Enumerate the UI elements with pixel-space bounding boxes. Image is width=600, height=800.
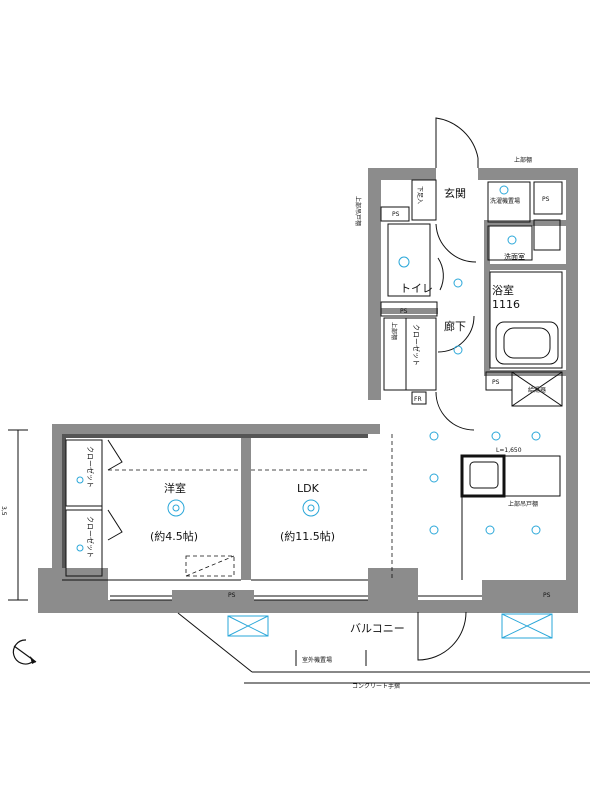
ldk-size: (約11.5帖) — [280, 529, 335, 543]
fr-label: FR — [414, 396, 422, 403]
ps-label-5: PS — [228, 592, 236, 599]
ps-label-6: PS — [543, 592, 551, 599]
ps-label-4: PS — [492, 379, 500, 386]
upper-cabinet-left-label: 上部吊戸棚 — [354, 196, 362, 226]
room-senmen: 洗面室 — [504, 252, 525, 261]
room-yokushitsu: 浴室 — [492, 283, 514, 297]
interior-lines — [8, 179, 590, 684]
ceiling-height-label: L=1,650 — [496, 447, 522, 454]
wall-hatching — [62, 434, 368, 568]
bath-size: 1116 — [492, 298, 520, 311]
doors — [417, 117, 479, 661]
upper-cabinet-top-label: 上部棚 — [514, 156, 532, 164]
dimension-label: 3,5 — [0, 506, 7, 516]
room-toilet: トイレ — [400, 282, 433, 295]
room-balcony: バルコニー — [350, 622, 405, 635]
water-heater-label: 給湯器 — [528, 386, 546, 394]
ps-label-3: PS — [542, 196, 550, 203]
shoebox-label: 下足入 — [416, 186, 423, 204]
washer-label: 洗濯機置場 — [490, 197, 520, 205]
exterior-walls — [38, 168, 578, 613]
room-ldk: LDK — [297, 482, 320, 495]
outdoor-unit-label: 室外機置場 — [302, 656, 332, 664]
youshitsu-size: (約4.5帖) — [150, 529, 198, 543]
room-closet-hall: クローゼット — [412, 324, 421, 366]
handrail-label: コンクリート手摺 — [352, 682, 400, 690]
room-closet-left-bottom: クローゼット — [86, 516, 95, 558]
ps-label-1: PS — [392, 211, 400, 218]
room-rouka: 廊下 — [444, 319, 466, 333]
room-genkan: 玄関 — [444, 186, 466, 200]
upper-cabinet-kitchen-label: 上部吊戸棚 — [508, 500, 538, 508]
room-youshitsu: 洋室 — [164, 481, 186, 495]
ps-label-2: PS — [400, 308, 408, 315]
compass-icon — [12, 639, 37, 665]
ceiling-light-icon — [76, 185, 541, 552]
upper-cabinet-closet-label: 上部棚 — [390, 322, 398, 340]
room-closet-left-top: クローゼット — [86, 446, 95, 488]
